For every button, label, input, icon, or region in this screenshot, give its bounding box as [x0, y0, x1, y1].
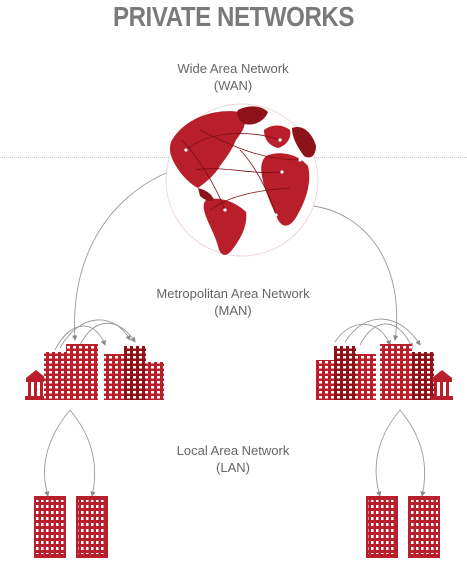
- left-columned-building: [25, 370, 47, 400]
- right-lan-line-2: [399, 409, 426, 497]
- man-abbr: (MAN): [214, 303, 252, 318]
- lan-name: Local Area Network: [176, 443, 290, 458]
- wan-to-left-man-line: [72, 171, 169, 341]
- man-name: Metropolitan Area Network: [156, 286, 310, 301]
- man-label: Metropolitan Area Network (MAN): [103, 285, 363, 319]
- wan-abbr: (WAN): [213, 78, 253, 93]
- right-columned-building: [431, 370, 453, 400]
- wan-name: Wide Area Network: [177, 61, 289, 76]
- office-building-icon: [408, 496, 440, 558]
- right-man-arc-3: [344, 318, 421, 346]
- right-man-arc-1: [334, 323, 391, 346]
- office-building-icon: [366, 496, 398, 558]
- left-lan-line-2: [69, 409, 96, 497]
- wan-label: Wide Area Network (WAN): [133, 60, 333, 94]
- city-buildings-icon: [25, 344, 164, 400]
- right-lan-line-1: [375, 409, 401, 497]
- wan-to-right-man-line: [304, 204, 399, 341]
- lan-label: Local Area Network (LAN): [133, 442, 333, 476]
- diagram-title: PRIVATE NETWORKS: [112, 1, 355, 32]
- lan-abbr: (LAN): [216, 460, 250, 475]
- left-man-arc-1: [54, 325, 106, 351]
- globe-icon: [165, 103, 319, 257]
- city-buildings-icon: [316, 344, 453, 400]
- left-man-arc-3: [59, 319, 131, 349]
- office-building-icon: [76, 496, 108, 558]
- right-man-arc-2: [359, 323, 413, 349]
- office-building-icon: [34, 496, 66, 558]
- connector-lines: [44, 171, 426, 497]
- left-lan-line-1: [44, 409, 71, 497]
